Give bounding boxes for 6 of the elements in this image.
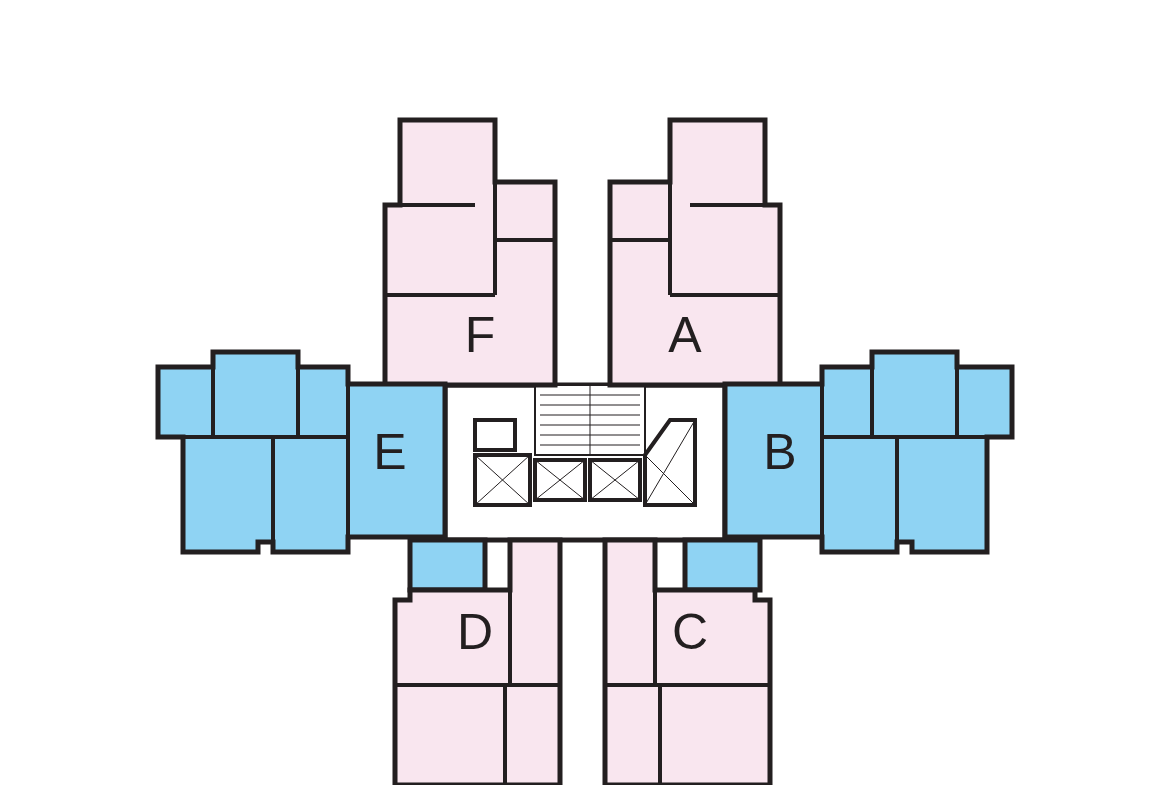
unit-letter: C <box>671 607 709 657</box>
unit-letter: D <box>456 607 494 657</box>
unit-letter: F <box>464 310 496 360</box>
unit-letter: E <box>373 427 407 477</box>
unit-letter: B <box>763 427 797 477</box>
unit-letter: A <box>668 310 702 360</box>
